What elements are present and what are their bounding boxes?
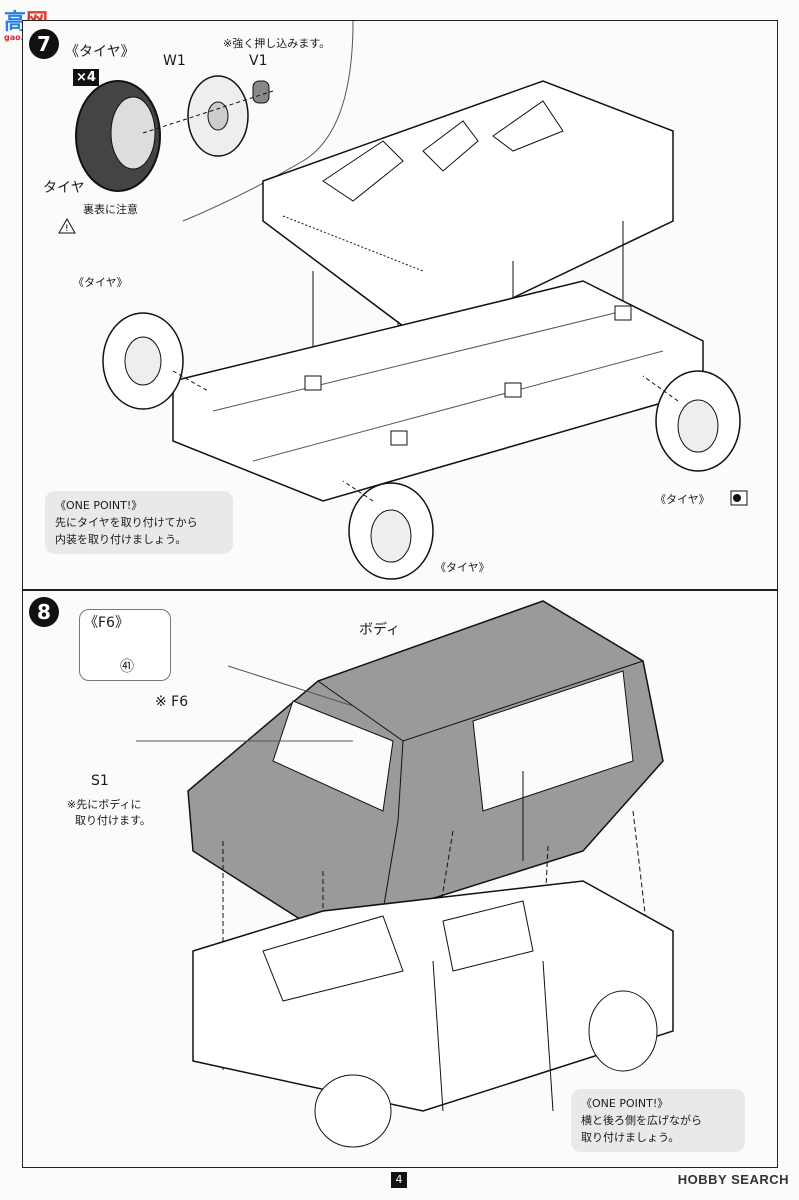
watermark-char-1: 高 xyxy=(4,10,27,35)
one-point-title: 《ONE POINT!》 xyxy=(55,499,143,512)
tire-inner xyxy=(110,96,156,170)
step-7-illustration: ! xyxy=(58,21,748,580)
s1-note-line1: ※先にボディに xyxy=(67,798,142,811)
svg-text:!: ! xyxy=(65,224,69,234)
part-v1-shape xyxy=(252,80,270,104)
one-point-note-7: 《ONE POINT!》 先にタイヤを取り付けてから 内装を取り付けましょう。 xyxy=(45,491,233,554)
step-7-number: 7 xyxy=(29,29,59,59)
part-v1-label: V1 xyxy=(249,53,268,69)
chassis-assembled xyxy=(192,880,674,1112)
f6-box-label: 《F6》 xyxy=(84,615,129,631)
one-point-line: 先にタイヤを取り付けてから xyxy=(55,516,198,529)
interior-tub xyxy=(262,80,674,342)
wheel-w1-hub xyxy=(207,101,229,131)
one-point-line: 内装を取り付けましょう。 xyxy=(55,533,187,546)
one-point-line: 取り付けましょう。 xyxy=(581,1131,680,1144)
one-point-title: 《ONE POINT!》 xyxy=(581,1097,669,1110)
part-w1-label: W1 xyxy=(163,53,186,69)
step-7-panel: ! 7 《タイヤ》 ×4 W1 V1 ※強く押し込みます。 タイヤ 裏表に注意 … xyxy=(22,20,778,590)
body-label: ボディ xyxy=(359,622,401,638)
s1-note-line2: 取り付けます。 xyxy=(75,814,151,827)
tire-callout-left: 《タイヤ》 xyxy=(73,276,128,289)
body-shell xyxy=(187,600,664,922)
step-8-illustration xyxy=(106,600,674,1148)
f6-box-number: ㊶ xyxy=(120,659,134,675)
tire-group-label: 《タイヤ》 xyxy=(65,44,135,60)
press-note: ※強く押し込みます。 xyxy=(223,37,331,50)
one-point-note-8: 《ONE POINT!》 横と後ろ側を広げながら 取り付けましょう。 xyxy=(571,1089,745,1152)
step-8-number: 8 xyxy=(29,597,59,627)
wheel-rear-right xyxy=(588,990,658,1072)
f6-reference-box: 《F6》 ㊶ xyxy=(79,609,171,681)
caution-text: 裏表に注意 xyxy=(83,203,138,216)
wheel-front-left xyxy=(314,1074,392,1148)
caution-icon xyxy=(58,217,76,234)
part-f6-label: ※ F6 xyxy=(155,694,189,710)
page-number: 4 xyxy=(391,1172,407,1188)
tire-callout-right: 《タイヤ》 xyxy=(655,493,710,506)
step-8-panel: 8 《F6》 ㊶ ボディ ※ F6 S1 ※先にボディに 取り付けます。 《ON… xyxy=(22,590,778,1168)
quantity-badge: ×4 xyxy=(73,69,99,86)
tire-callout-bottom: 《タイヤ》 xyxy=(435,561,490,574)
part-s1-label: S1 xyxy=(91,773,109,789)
tire-label: タイヤ xyxy=(43,180,85,196)
brand-watermark: HOBBY SEARCH xyxy=(677,1172,789,1187)
one-point-line: 横と後ろ側を広げながら xyxy=(581,1114,702,1127)
